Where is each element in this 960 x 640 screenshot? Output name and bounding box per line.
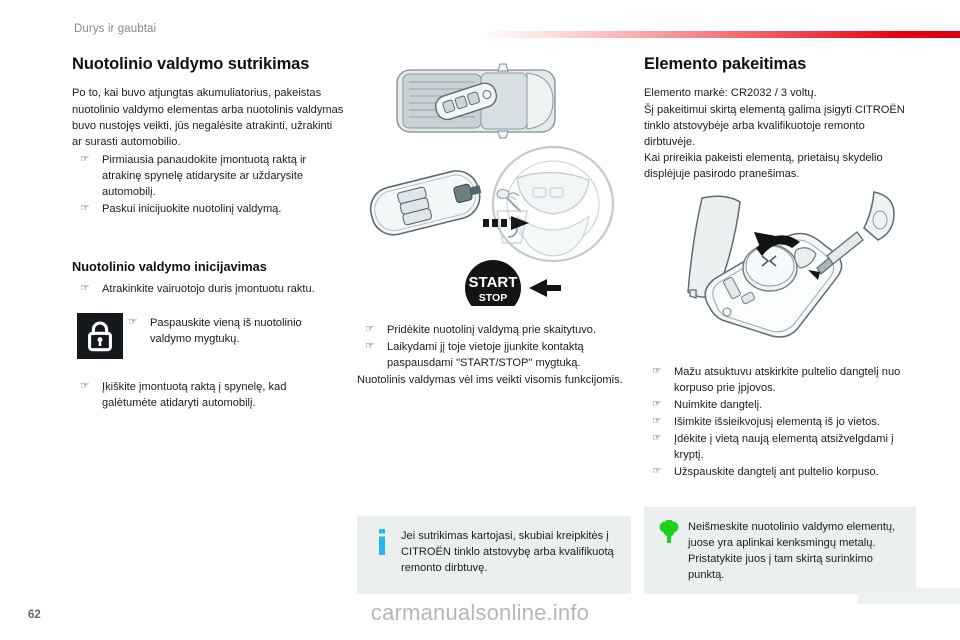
list-item: ☞ Užspauskite dangtelį ant pultelio korp… (644, 464, 916, 480)
hand-pointer-icon: ☞ (652, 365, 662, 377)
list-item-label: Įdėkite į vietą naują elementą atsižvelg… (674, 433, 894, 462)
breadcrumb: Durys ir gaubtai (74, 23, 157, 35)
info-box-eco: Neišmeskite nuotolinio valdymo elementų,… (644, 507, 916, 594)
watermark: carmanualsonline.info (370, 600, 590, 625)
padlock-icon (77, 312, 123, 359)
header-accent-rule (480, 31, 960, 38)
middle-step-list: ☞ Pridėkite nuotolinį valdymą prie skait… (357, 322, 631, 371)
info-i-icon (371, 529, 393, 560)
key-fob-icon (369, 170, 482, 236)
list-item-label: Paskui inicijuokite nuotolinį valdymą. (102, 203, 282, 216)
init-step-list: ☞ Atrakinkite vairuotojo duris įmontuotu… (72, 281, 344, 297)
intro-paragraph: Po to, kai buvo atjungtas akumuliatorius… (72, 87, 344, 149)
list-item: ☞ Paskui inicijuokite nuotolinį valdymą. (72, 201, 344, 217)
list-item: ☞ Pirmiausia panaudokite įmontuotą raktą… (72, 152, 344, 200)
stop-label: STOP (479, 292, 507, 304)
hand-pointer-icon: ☞ (652, 398, 662, 411)
list-item-label: Atrakinkite vairuotojo duris įmontuotu r… (102, 282, 315, 295)
hand-pointer-icon: ☞ (128, 315, 138, 328)
list-item: ☞ Įdėkite į vietą naują elementą atsižve… (644, 431, 916, 463)
start-label: START (469, 274, 518, 291)
list-item-label: Užspauskite dangtelį ant pultelio korpus… (674, 466, 879, 479)
hand-pointer-icon: ☞ (365, 340, 375, 353)
right-step-list-wrap: ☞ Mažu atsuktuvu atskirkite pultelio dan… (644, 362, 916, 482)
curved-arrow-icon (754, 232, 800, 256)
hand-pointer-icon: ☞ (80, 379, 90, 392)
middle-column: ☞ Pridėkite nuotolinį valdymą prie skait… (357, 320, 631, 388)
hand-pointer-icon: ☞ (652, 432, 662, 445)
list-item: ☞ Nuimkite dangtelį. (644, 397, 916, 413)
battery-message-line: Kai prireikia pakeisti elementą, prietai… (644, 152, 883, 181)
list-item-label: Pirmiausia panaudokite įmontuotą raktą i… (102, 154, 307, 199)
info-box-eco-text: Neišmeskite nuotolinio valdymo elementų,… (688, 521, 896, 581)
battery-purchase-line: Šį pakeitimui skirtą elementą galima įsi… (644, 103, 905, 149)
list-item-label: Įkiškite įmontuotą raktą į spynelę, kad … (102, 380, 287, 410)
footer-tab-decoration (858, 588, 960, 604)
middle-closing-text: Nuotolinis valdymas vėl ims veikti visom… (357, 374, 623, 387)
subsection-title: Nuotolinio valdymo inicijavimas (72, 258, 267, 274)
battery-spec-line: Elemento markė: CR2032 / 3 voltų. (644, 87, 817, 100)
final-step-list: ☞ Įkiškite įmontuotą raktą į spynelę, ka… (72, 379, 344, 411)
battery-step-list: ☞ Mažu atsuktuvu atskirkite pultelio dan… (644, 364, 916, 481)
left-column: Nuotolinio valdymo sutrikimas Po to, kai… (72, 55, 344, 412)
list-item: ☞ Atrakinkite vairuotojo duris įmontuotu… (72, 281, 344, 297)
list-item: ☞ Mažu atsuktuvu atskirkite pultelio dan… (644, 364, 916, 396)
list-item-label: Pridėkite nuotolinį valdymą prie skaityt… (387, 324, 597, 336)
fob-body-icon (704, 232, 843, 338)
hand-pointer-icon: ☞ (80, 281, 90, 294)
hand-pointer-icon: ☞ (80, 202, 90, 215)
motion-arrow-icon (483, 216, 529, 230)
page-title: Nuotolinio valdymo sutrikimas (72, 55, 310, 73)
screwdriver-icon (808, 191, 895, 280)
info-box-warning: Jei sutrikimas kartojasi, skubiai kreipk… (357, 516, 631, 594)
lock-button-callout: ☞ Paspauskite vieną iš nuotolinio valdym… (72, 312, 344, 361)
list-item-label: Laikydami jį toje vietoje įjunkite konta… (387, 341, 584, 370)
hand-pointer-icon: ☞ (652, 415, 662, 428)
troubleshoot-step-list: ☞ Pirmiausia panaudokite įmontuotą raktą… (72, 152, 344, 217)
steering-wheel-icon (491, 145, 615, 263)
list-item-label: Nuimkite dangtelį. (674, 399, 763, 412)
list-item: ☞ Pridėkite nuotolinį valdymą prie skait… (357, 322, 631, 338)
key-reader-zone-icon (496, 189, 528, 244)
right-column: Elemento pakeitimas Elemento markė: CR20… (644, 55, 916, 183)
list-item-label: Išimkite išsieikvojusį elementą iš jo vi… (674, 416, 880, 429)
page-header: Durys ir gaubtai (0, 0, 960, 46)
lock-callout-text: Paspauskite vieną iš nuotolinio valdymo … (150, 316, 302, 346)
hand-pointer-icon: ☞ (652, 465, 662, 478)
page-number: 62 (28, 609, 41, 621)
right-section-title: Elemento pakeitimas (644, 55, 807, 73)
list-item-label: Mažu atsuktuvu atskirkite pultelio dangt… (674, 366, 901, 395)
tree-icon (658, 519, 680, 549)
list-item: ☞ Įkiškite įmontuotą raktą į spynelę, ka… (72, 379, 344, 411)
lock-callout-text-wrap: ☞ Paspauskite vieną iš nuotolinio valdym… (128, 313, 344, 347)
key-fob-battery-replacement-illustration (644, 190, 916, 350)
car-key-steering-start-stop-illustration: START STOP (357, 56, 631, 316)
info-box-warning-text: Jei sutrikimas kartojasi, skubiai kreipk… (401, 530, 614, 574)
hand-pointer-icon: ☞ (80, 153, 90, 166)
start-stop-button-icon: START STOP (465, 260, 561, 316)
list-item: ☞ Laikydami jį toje vietoje įjunkite kon… (357, 339, 631, 371)
list-item: ☞ Išimkite išsieikvojusį elementą iš jo … (644, 414, 916, 430)
van-top-view-icon (396, 63, 556, 139)
hand-pointer-icon: ☞ (365, 323, 375, 335)
